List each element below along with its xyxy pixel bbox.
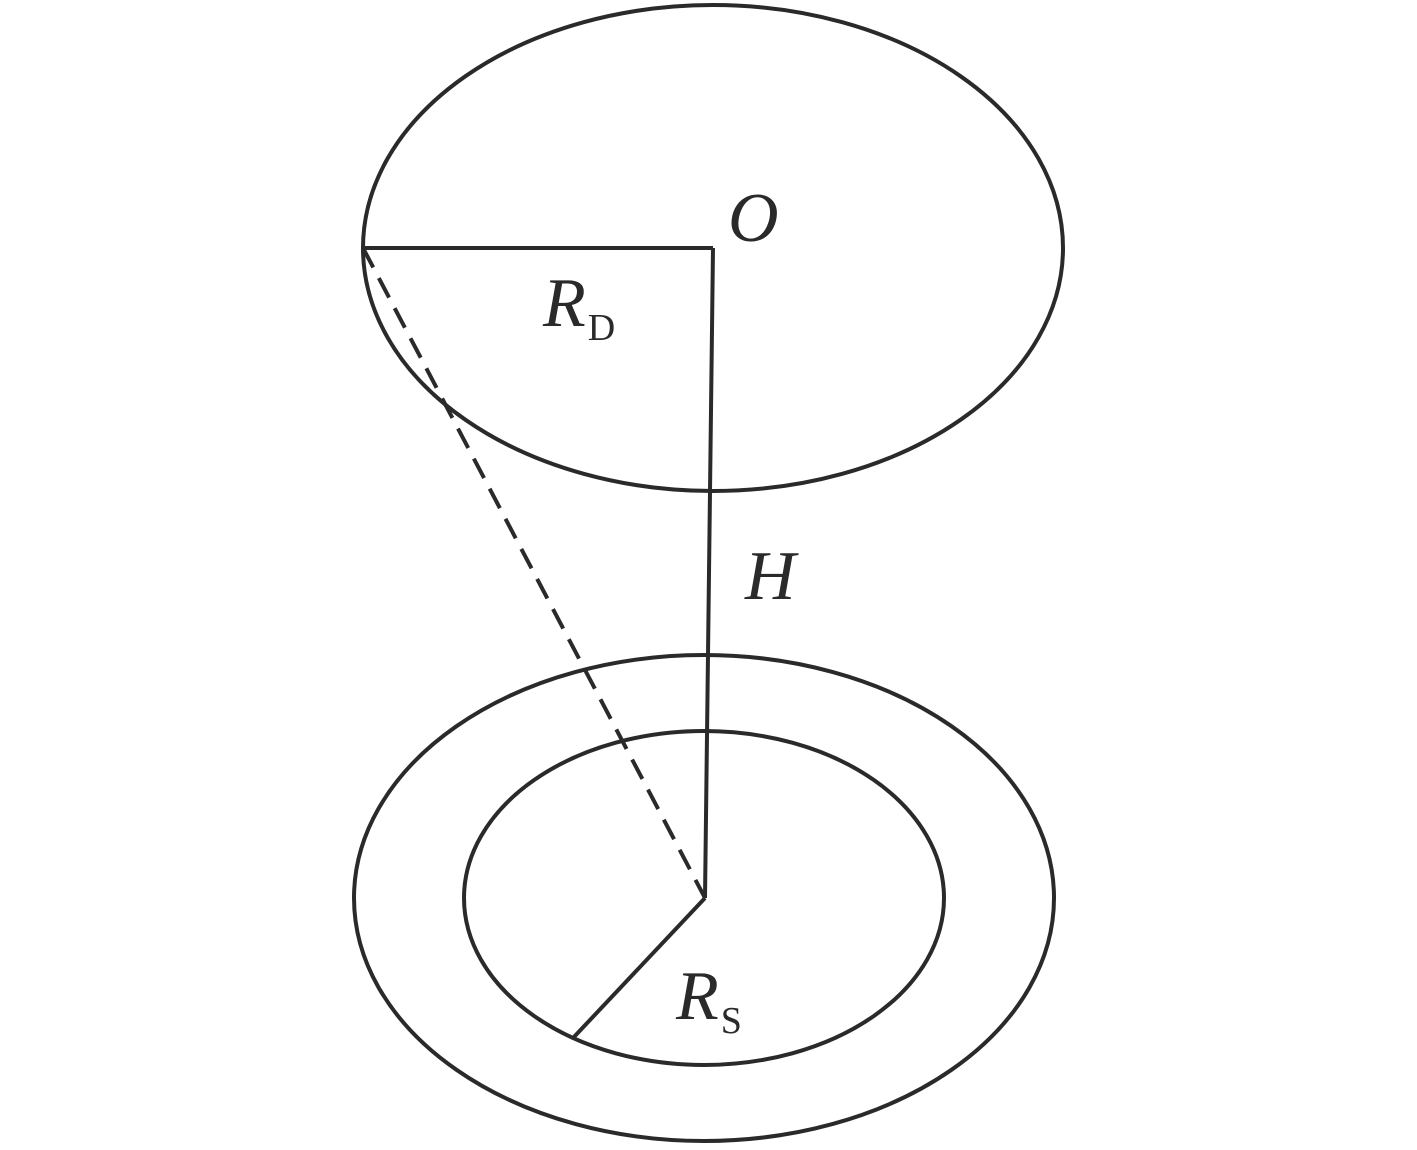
dashed-slant-line [361,247,707,899]
source-inner-ellipse [462,729,946,1067]
detector-radius-label: RD [542,265,615,349]
source-radius-subscript: S [721,1000,742,1042]
source-outer-ellipse [352,653,1056,1143]
source-radius-symbol: R [675,958,719,1035]
height-line [703,247,715,899]
center-label-o: O [728,180,779,257]
source-radius-line [571,896,707,1040]
detector-radius-symbol: R [542,265,586,342]
source-radius-label: RS [675,958,742,1042]
detector-radius-subscript: D [588,307,615,349]
height-label: H [744,538,799,615]
